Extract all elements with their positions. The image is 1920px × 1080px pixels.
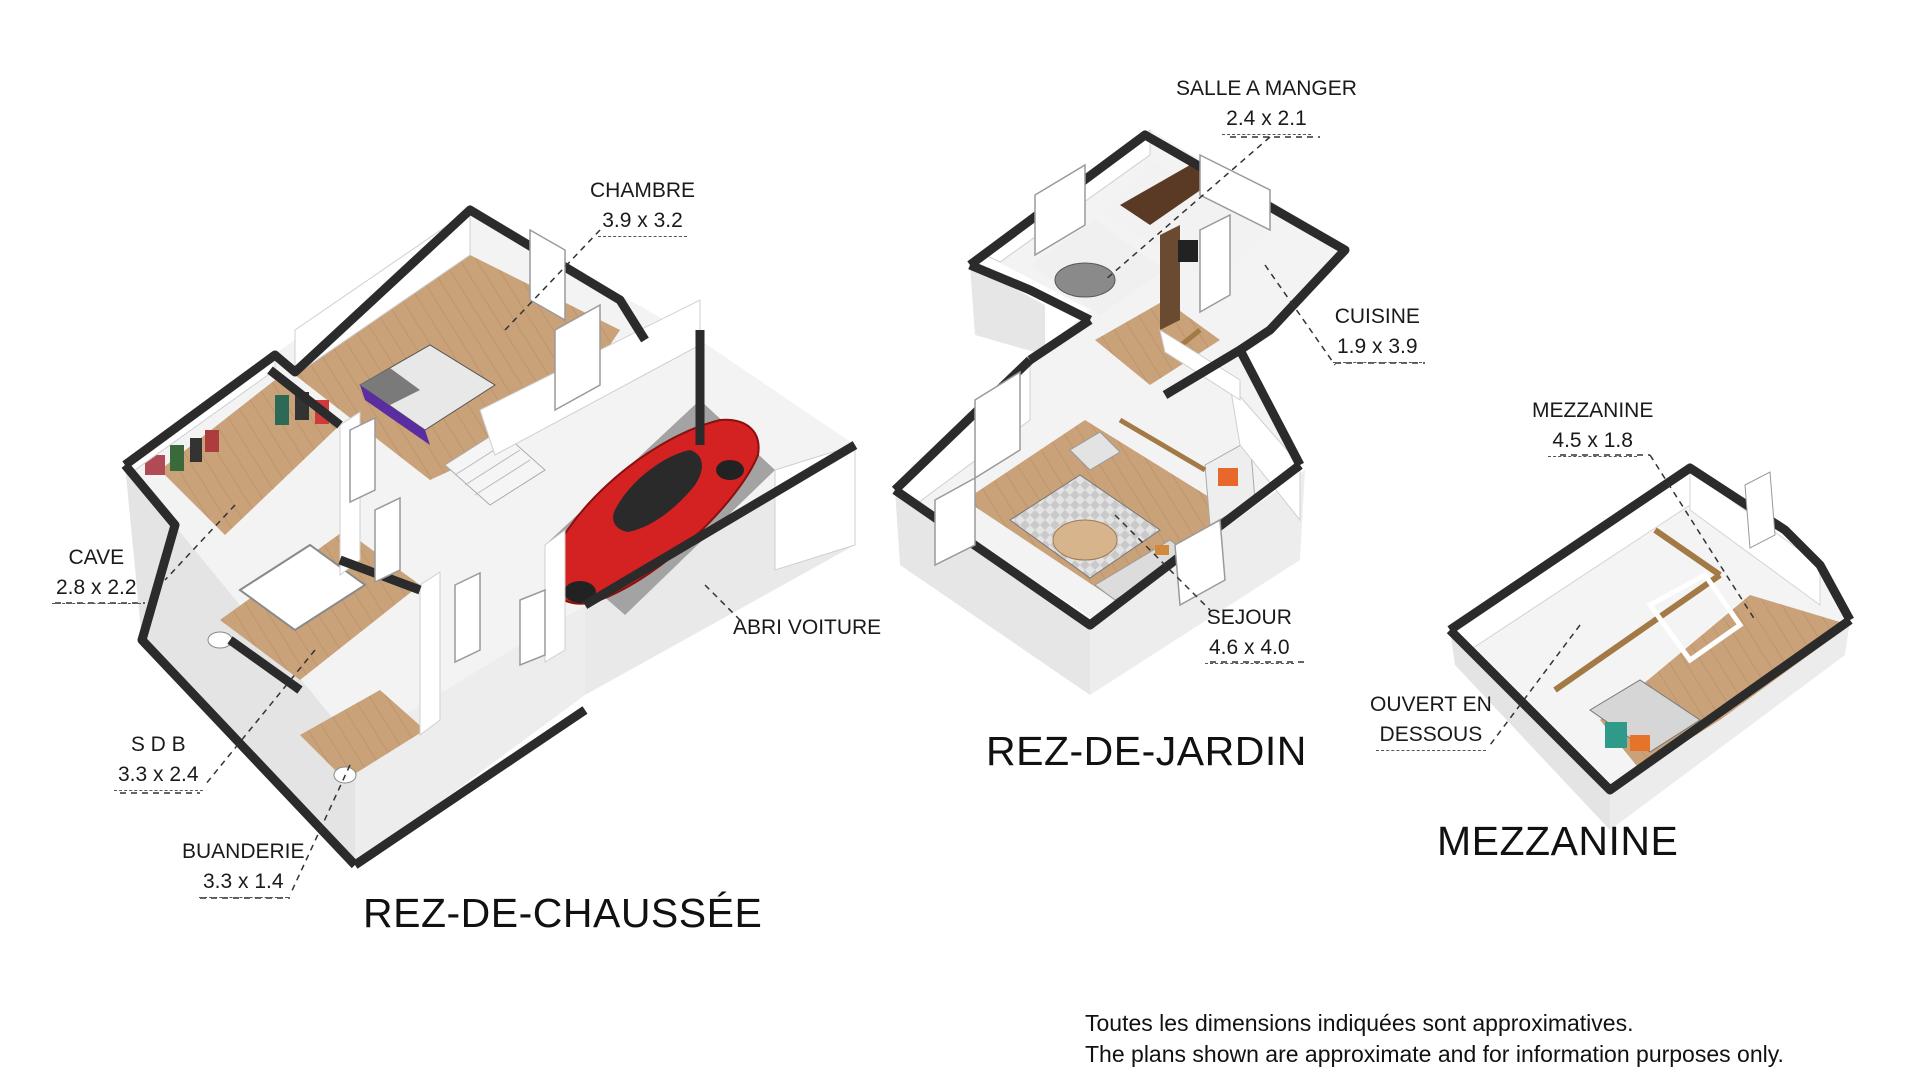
mezz-name: MEZZANINE — [1532, 399, 1654, 422]
bathtub — [238, 543, 367, 632]
chambre-name: CHAMBRE — [590, 179, 696, 202]
label-sdb: S D B 3.3 x 2.4 — [114, 730, 203, 791]
label-mezzanine-room: MEZZANINE 4.5 x 1.8 — [1532, 396, 1653, 457]
label-cave: CAVE 2.8 x 2.2 — [52, 543, 141, 604]
label-sejour: SEJOUR 4.6 x 4.0 — [1205, 603, 1294, 664]
leader-lines-garden — [1104, 136, 1425, 663]
label-chambre: CHAMBRE 3.9 x 3.2 — [590, 176, 695, 237]
title-mezzanine: MEZZANINE — [1437, 818, 1679, 864]
red-car-icon — [546, 418, 760, 605]
disclaimer: Toutes les dimensions indiquées sont app… — [1085, 1008, 1784, 1070]
sejour-size: 4.6 x 4.0 — [1205, 633, 1294, 664]
disclaimer-en: The plans shown are approximate and for … — [1085, 1041, 1784, 1067]
cuisine-size: 1.9 x 3.9 — [1333, 332, 1422, 363]
leader-lines-mezzanine — [1489, 454, 1756, 746]
label-buanderie: BUANDERIE 3.3 x 1.4 — [182, 837, 305, 898]
dining-table — [1054, 262, 1116, 298]
chambre-size: 3.9 x 3.2 — [598, 206, 687, 237]
ouvert-line2: DESSOUS — [1375, 720, 1487, 751]
cuisine-name: CUISINE — [1334, 305, 1420, 328]
stairs-garden-floor — [1095, 300, 1220, 385]
abri-name: ABRI VOITURE — [733, 616, 882, 639]
bed — [359, 344, 496, 431]
ground-floor-model — [121, 205, 858, 869]
buanderie-name: BUANDERIE — [182, 840, 305, 863]
label-abri-voiture: ABRI VOITURE — [733, 613, 881, 643]
garden-floor-model — [891, 128, 1350, 695]
title-rez-de-chaussee: REZ-DE-CHAUSSÉE — [363, 890, 763, 936]
clothes-rack — [145, 392, 329, 475]
label-ouvert-en-dessous: OUVERT EN DESSOUS — [1370, 690, 1492, 751]
label-cuisine: CUISINE 1.9 x 3.9 — [1333, 302, 1422, 363]
buanderie-size: 3.3 x 1.4 — [198, 867, 288, 898]
mezz-size: 4.5 x 1.8 — [1548, 426, 1637, 457]
coffee-table — [1052, 519, 1118, 561]
buanderie-floor — [300, 690, 425, 780]
cave-size: 2.8 x 2.2 — [52, 573, 141, 604]
mezzanine-model — [1446, 463, 1854, 830]
title-rez-de-jardin: REZ-DE-JARDIN — [986, 728, 1307, 774]
sdb-size: 3.3 x 2.4 — [114, 760, 203, 791]
disclaimer-fr: Toutes les dimensions indiquées sont app… — [1085, 1010, 1634, 1036]
ouvert-line1: OUVERT EN — [1370, 693, 1492, 716]
sejour-name: SEJOUR — [1206, 606, 1292, 629]
salle-name: SALLE A MANGER — [1176, 77, 1357, 100]
salle-size: 2.4 x 2.1 — [1222, 104, 1311, 135]
label-salle-a-manger: SALLE A MANGER 2.4 x 2.1 — [1176, 74, 1357, 135]
sdb-name: S D B — [130, 733, 186, 756]
cave-name: CAVE — [68, 546, 125, 569]
